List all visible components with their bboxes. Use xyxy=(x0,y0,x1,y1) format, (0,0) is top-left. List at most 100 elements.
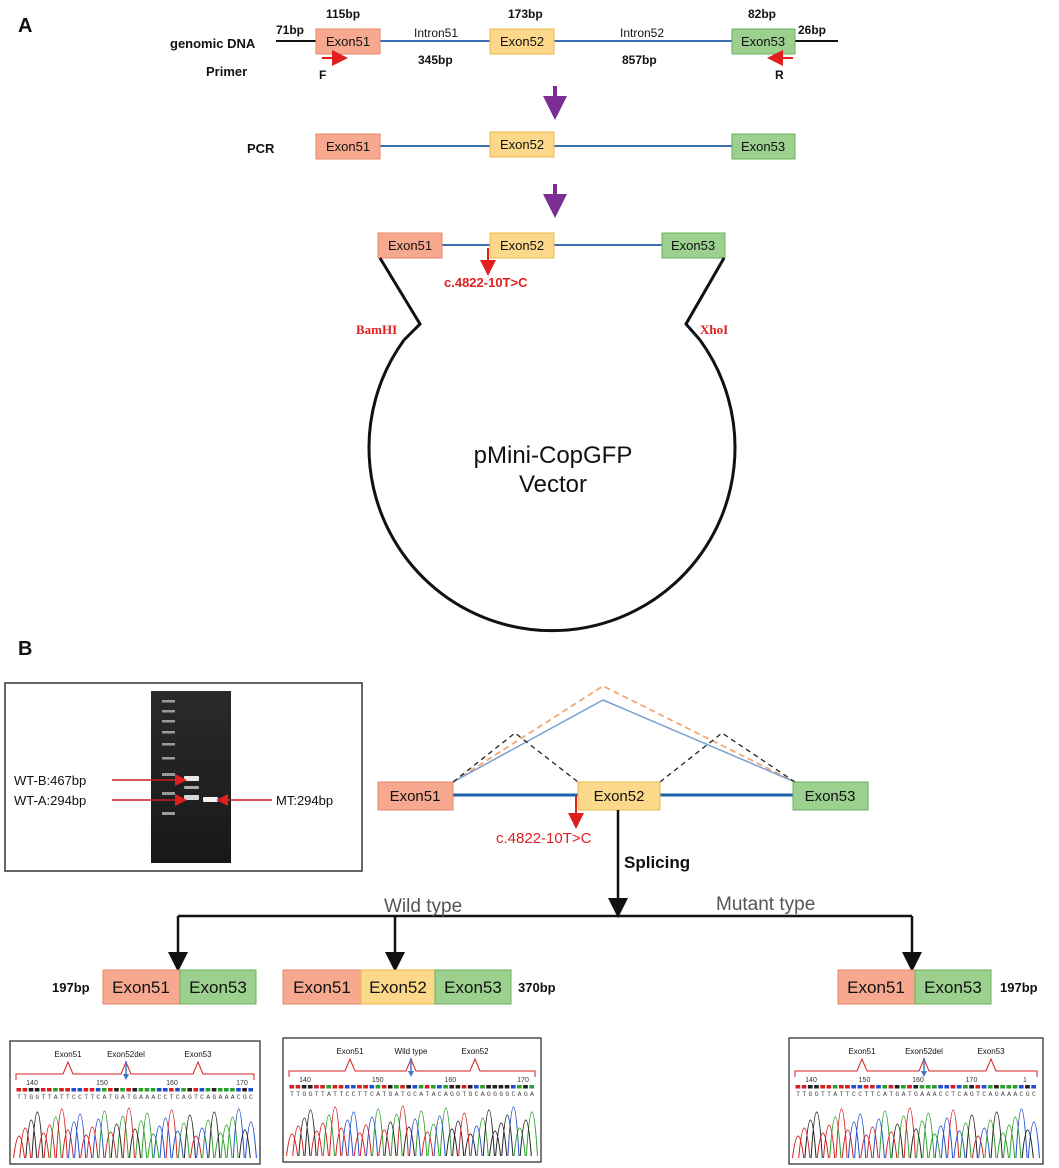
base-call-letter: T xyxy=(821,1091,825,1098)
base-call-letter: C xyxy=(352,1091,356,1098)
base-call-marker xyxy=(900,1085,906,1089)
base-call-letter: T xyxy=(462,1091,466,1098)
gel-band-mt xyxy=(203,797,218,802)
base-call-marker xyxy=(430,1085,436,1089)
chromatogram-tick: 150 xyxy=(372,1077,384,1084)
base-call-letter: T xyxy=(296,1091,300,1098)
base-call-marker xyxy=(981,1085,987,1089)
base-call-letter: T xyxy=(315,1091,319,1098)
chromatogram-trace-T xyxy=(13,1107,202,1159)
base-call-marker xyxy=(486,1085,491,1089)
base-call-letter: T xyxy=(358,1091,362,1098)
base-call-marker xyxy=(248,1088,253,1092)
base-call-marker xyxy=(467,1085,473,1089)
base-call-letter: T xyxy=(60,1094,64,1101)
base-call-letter: A xyxy=(444,1091,448,1098)
base-call-letter: C xyxy=(858,1091,862,1098)
base-call-letter: C xyxy=(72,1094,76,1101)
base-call-marker xyxy=(205,1088,211,1092)
base-call-marker xyxy=(437,1085,442,1089)
gel-label-mt: MT:294bp xyxy=(276,793,333,808)
svg-text:Exon52: Exon52 xyxy=(500,137,544,152)
base-call-marker xyxy=(832,1085,838,1089)
base-call-marker xyxy=(217,1088,223,1092)
bamhi-site-label: BamHI xyxy=(356,322,397,337)
chromatogram-region-label: Exon52del xyxy=(107,1050,145,1059)
base-call-marker xyxy=(932,1085,937,1089)
base-call-marker xyxy=(492,1085,498,1089)
chromatogram-region-label: Exon53 xyxy=(184,1050,212,1059)
base-call-marker xyxy=(175,1088,180,1092)
vector-right-arm xyxy=(684,257,726,341)
panel-label-a: A xyxy=(18,15,32,37)
svg-text:Exon53: Exon53 xyxy=(741,34,785,49)
base-call-letter: T xyxy=(17,1094,21,1101)
base-call-letter: A xyxy=(933,1091,937,1098)
base-call-letter: A xyxy=(218,1094,222,1101)
chromatogram-trace-T xyxy=(286,1105,471,1157)
base-call-letter: T xyxy=(908,1091,912,1098)
base-call-marker xyxy=(888,1085,894,1089)
base-call-letter: T xyxy=(796,1091,800,1098)
base-call-letter: A xyxy=(182,1094,186,1101)
chromatogram-tick: 140 xyxy=(26,1080,38,1087)
base-call-letter: A xyxy=(883,1091,887,1098)
splice-path-intron52 xyxy=(659,732,796,783)
base-call-marker xyxy=(332,1085,338,1089)
base-call-letter: C xyxy=(512,1091,516,1098)
base-call-marker xyxy=(1018,1085,1024,1089)
base-call-letter: G xyxy=(115,1094,119,1101)
splice-path-orange-dashed xyxy=(452,684,796,783)
base-call-letter: T xyxy=(48,1094,52,1101)
base-call-letter: A xyxy=(231,1094,235,1101)
base-call-letter: G xyxy=(499,1091,503,1098)
base-call-marker xyxy=(950,1085,956,1089)
base-call-marker xyxy=(807,1085,813,1089)
base-call-letter: G xyxy=(212,1094,216,1101)
chromatogram-trace-C xyxy=(68,1108,257,1159)
base-call-letter: A xyxy=(395,1091,399,1098)
base-call-marker xyxy=(71,1088,77,1092)
exon52-box: Exon52 xyxy=(489,28,555,55)
base-call-letter: T xyxy=(425,1091,429,1098)
product2-size: 370bp xyxy=(518,980,556,995)
base-call-letter: C xyxy=(945,1091,949,1098)
base-call-marker xyxy=(504,1085,510,1089)
exon53-box: Exon53 xyxy=(731,28,796,55)
product2-exon53: Exon53 xyxy=(434,969,512,1005)
product3-exon53: Exon53 xyxy=(914,969,992,1005)
chromatogram-tick: 140 xyxy=(299,1077,311,1084)
gel-band-wt-a xyxy=(184,795,199,800)
base-call-marker xyxy=(314,1085,319,1089)
base-call-letter: A xyxy=(151,1094,155,1101)
base-call-marker xyxy=(529,1085,534,1089)
chromatogram-tick: 160 xyxy=(444,1077,456,1084)
splice-mutation-label: c.4822-10T>C xyxy=(496,830,592,847)
base-call-marker xyxy=(938,1085,943,1089)
base-call-marker xyxy=(301,1085,307,1089)
base-call-letter: G xyxy=(389,1091,393,1098)
chromatogram-trace-A xyxy=(49,1110,239,1159)
base-call-marker xyxy=(418,1085,424,1089)
svg-text:Exon52: Exon52 xyxy=(369,978,427,997)
base-call-letter: C xyxy=(877,1091,881,1098)
base-call-letter: A xyxy=(833,1091,837,1098)
base-call-marker xyxy=(801,1085,807,1089)
product1-size: 197bp xyxy=(52,980,90,995)
base-call-letter: C xyxy=(370,1091,374,1098)
base-call-letter: A xyxy=(1001,1091,1005,1098)
gel-label-wt-a: WT-A:294bp xyxy=(14,793,86,808)
base-call-marker xyxy=(162,1088,168,1092)
base-call-letter: G xyxy=(302,1091,306,1098)
base-call-letter: C xyxy=(939,1091,943,1098)
vector-mutation-label: c.4822-10T>C xyxy=(444,275,528,290)
base-call-marker xyxy=(381,1085,387,1089)
base-call-marker xyxy=(814,1085,819,1089)
base-call-letter: T xyxy=(66,1094,70,1101)
base-call-marker xyxy=(65,1088,70,1092)
vector-left-arm xyxy=(378,257,422,342)
splice-path-intron51 xyxy=(452,732,579,783)
chromatogram-tick: 140 xyxy=(805,1077,817,1084)
